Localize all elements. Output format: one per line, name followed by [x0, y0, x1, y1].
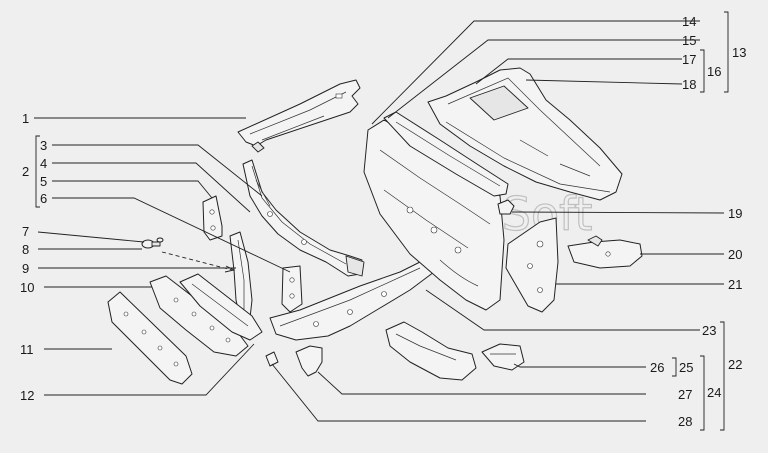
label-17: 17 [682, 52, 696, 67]
label-14: 14 [682, 14, 696, 29]
part-23-floor-rail [269, 255, 439, 341]
part-28-plate [265, 351, 279, 367]
part-10-cross-member [149, 275, 249, 357]
label-4: 4 [40, 156, 47, 171]
label-25: 25 [679, 360, 693, 375]
label-10: 10 [20, 280, 34, 295]
part-17-18-plenum [427, 67, 623, 201]
leader-lines [34, 20, 725, 422]
label-18: 18 [682, 77, 696, 92]
label-6: 6 [40, 191, 47, 206]
label-12: 12 [20, 388, 34, 403]
label-15: 15 [682, 33, 696, 48]
label-23: 23 [702, 323, 716, 338]
label-22: 22 [728, 357, 742, 372]
label-28: 28 [678, 414, 692, 429]
part-15-cowl-panel [383, 111, 509, 197]
part-3-longitudinal-arm [242, 159, 365, 277]
label-27: 27 [678, 387, 692, 402]
part-19-cap [497, 199, 515, 215]
label-21: 21 [728, 277, 742, 292]
label-2: 2 [22, 164, 29, 179]
label-20: 20 [728, 247, 742, 262]
label-24: 24 [707, 385, 721, 400]
label-5: 5 [40, 174, 47, 189]
callout-labels: 1 2 3 4 5 6 7 8 9 10 11 12 13 14 15 16 1… [20, 14, 746, 429]
label-8: 8 [22, 242, 29, 257]
group-brackets [35, 11, 729, 431]
label-26: 26 [650, 360, 664, 375]
label-13: 13 [732, 45, 746, 60]
part-1-reinforcement [237, 79, 361, 153]
label-16: 16 [707, 64, 721, 79]
part-20-side-bracket [567, 235, 643, 269]
part-5-bracket [202, 195, 223, 241]
part-7-8-fasteners [141, 237, 164, 249]
part-26-support [481, 343, 525, 371]
part-12-cross-member [179, 273, 263, 341]
part-6-bracket [281, 265, 303, 313]
label-3: 3 [40, 138, 47, 153]
part-21-side-panel [505, 217, 559, 313]
part-11-front-crossbar [107, 291, 193, 385]
label-19: 19 [728, 206, 742, 221]
label-1: 1 [22, 111, 29, 126]
part-27-bracket [295, 345, 323, 377]
label-11: 11 [20, 342, 34, 357]
label-9: 9 [22, 261, 29, 276]
label-7: 7 [22, 224, 29, 239]
part-25-tunnel-bracket [385, 321, 477, 381]
